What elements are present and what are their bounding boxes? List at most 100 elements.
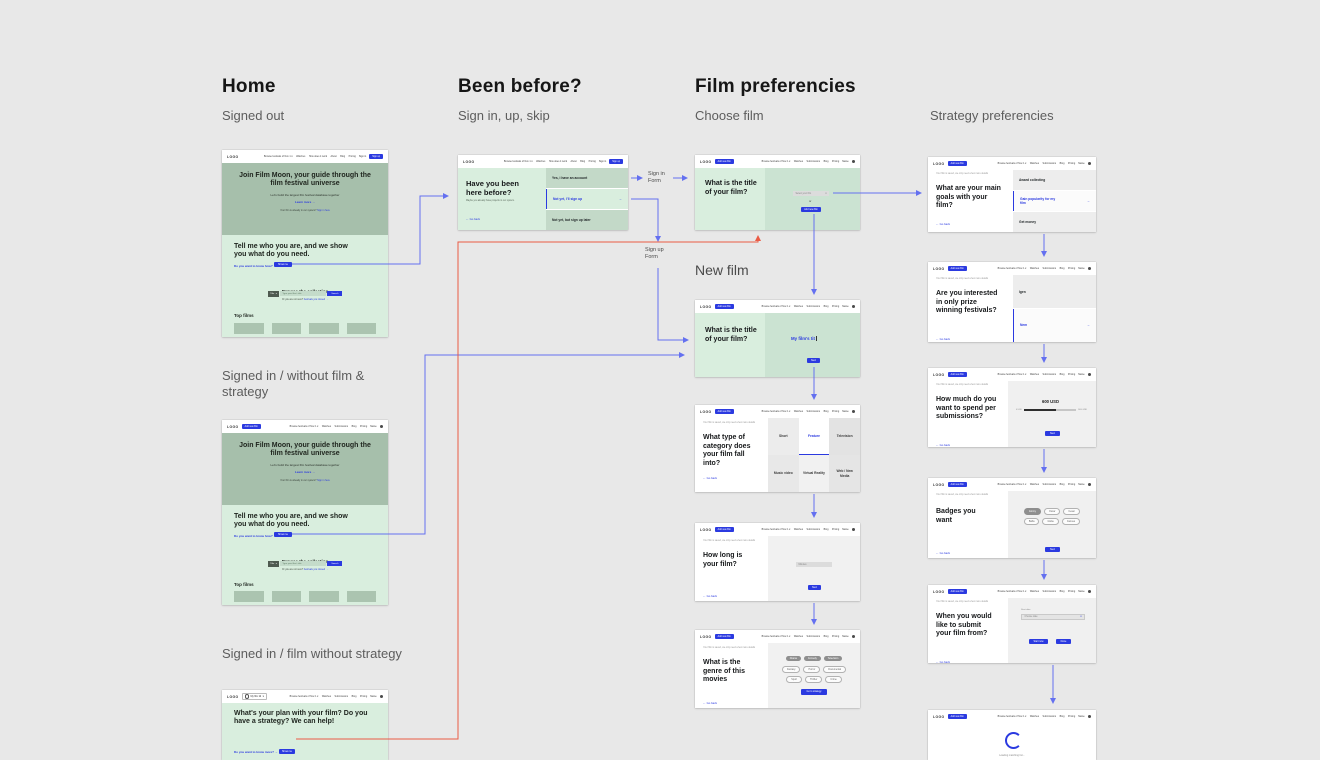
- nav-item[interactable]: Pricing: [1067, 590, 1076, 593]
- badge-chip[interactable]: Cesar: [1063, 508, 1080, 516]
- nav-item[interactable]: Submissions: [334, 695, 349, 698]
- spend-slider[interactable]: 0 USD 1000 USD: [1016, 409, 1087, 411]
- search-filter-dropdown[interactable]: Title▾: [267, 291, 280, 297]
- learn-more-link[interactable]: Learn more →: [294, 200, 316, 204]
- add-new-film-button[interactable]: Add new film: [947, 589, 967, 594]
- nav-item[interactable]: Submissions: [806, 528, 821, 531]
- nav-item[interactable]: Pricing: [831, 410, 840, 413]
- nav-item[interactable]: Submissions: [1042, 590, 1057, 593]
- go-back-link[interactable]: ← Go back: [936, 443, 950, 447]
- nav-item[interactable]: Blog: [351, 425, 357, 428]
- nav-item[interactable]: Pricing: [831, 305, 840, 308]
- go-to-strategy-button[interactable]: Go to strategy: [801, 689, 827, 695]
- nav-item[interactable]: Blog: [351, 695, 357, 698]
- option-gain-popularity-selected[interactable]: Gain popularity for my film→: [1013, 190, 1096, 212]
- nav-item[interactable]: Browse festivals of Nov 1 ▾: [997, 715, 1027, 718]
- nav-item[interactable]: Browse festivals of Nov 1 ▾: [761, 305, 791, 308]
- add-new-film-button[interactable]: Add new film: [947, 372, 967, 377]
- nav-item[interactable]: Blog: [823, 410, 829, 413]
- done-button[interactable]: Done: [1056, 639, 1071, 644]
- nav-item[interactable]: Pricing: [1067, 483, 1076, 486]
- nav-item[interactable]: Watches: [793, 635, 804, 638]
- genre-chip[interactable]: Sport: [786, 676, 803, 684]
- show-me-button[interactable]: Show me: [279, 748, 295, 754]
- film-select-dropdown[interactable]: Select your film▾: [793, 191, 829, 196]
- add-new-film-button[interactable]: Add new film: [714, 304, 734, 309]
- add-new-film-button[interactable]: Add new film: [947, 266, 967, 271]
- search-button[interactable]: Search: [327, 561, 343, 567]
- current-film-chip[interactable]: My film titl▾: [241, 692, 267, 701]
- category-option[interactable]: Television: [829, 418, 860, 455]
- genre-chip[interactable]: Crime: [825, 676, 842, 684]
- option-sign-up-later[interactable]: Not yet, but sign up later: [546, 209, 628, 230]
- show-me-button[interactable]: Show me: [274, 261, 292, 267]
- option-get-money[interactable]: Get money: [1013, 211, 1096, 232]
- genre-chip[interactable]: Thriller: [805, 676, 823, 684]
- user-icon[interactable]: [851, 634, 855, 639]
- nav-item[interactable]: Blog: [1059, 483, 1065, 486]
- date-select-dropdown[interactable]: Choose date▾: [1021, 614, 1085, 620]
- film-card[interactable]: [346, 323, 376, 334]
- know-how-link[interactable]: Do you want to know how? →: [234, 533, 277, 538]
- user-icon[interactable]: [851, 527, 855, 532]
- nav-item[interactable]: Watches: [793, 528, 804, 531]
- nav-item[interactable]: Blog: [1059, 590, 1065, 593]
- badge-chip-selected[interactable]: Emmy: [1024, 508, 1041, 516]
- user-icon[interactable]: [1087, 714, 1091, 719]
- nav-item[interactable]: Watches: [536, 160, 546, 163]
- category-option[interactable]: Virtual Reality: [798, 455, 830, 492]
- category-option[interactable]: Short: [768, 418, 799, 455]
- user-name[interactable]: Name: [1078, 373, 1085, 376]
- genre-chip[interactable]: Horror: [803, 666, 821, 674]
- go-back-link[interactable]: ← Go back: [466, 217, 480, 221]
- nav-item[interactable]: Watches: [321, 425, 332, 428]
- next-button[interactable]: Next: [1045, 431, 1060, 436]
- add-new-film-button[interactable]: Add new film: [714, 409, 734, 414]
- add-new-film-button[interactable]: Add new film: [947, 161, 967, 166]
- genre-chip-selected[interactable]: Drama: [785, 656, 801, 662]
- frame-strategy-loading[interactable]: LOGO Add new film Browse festivals of No…: [928, 710, 1096, 760]
- frame-new-film-title[interactable]: LOGO Add new film Browse festivals of No…: [695, 300, 860, 377]
- nav-item[interactable]: Pricing: [1067, 162, 1076, 165]
- go-back-link[interactable]: ← Go back: [936, 337, 950, 341]
- nav-item[interactable]: Watches: [793, 410, 804, 413]
- nav-item[interactable]: Watches: [793, 160, 804, 163]
- option-sign-up-now[interactable]: Not yet, I'll sign up→: [546, 188, 628, 210]
- nav-item[interactable]: Blog: [823, 160, 829, 163]
- nav-item[interactable]: About: [570, 160, 577, 163]
- sign-in-link[interactable]: Sign in: [358, 155, 367, 158]
- frame-film-genre[interactable]: LOGO Add new film Browse festivals of No…: [695, 630, 860, 708]
- user-name[interactable]: Name: [1078, 715, 1085, 718]
- film-card[interactable]: [234, 591, 264, 602]
- go-back-link[interactable]: ← Go back: [703, 476, 717, 480]
- user-name[interactable]: Name: [1078, 267, 1085, 270]
- add-new-film-button[interactable]: Add new film: [714, 527, 734, 532]
- frame-home-signed-in[interactable]: LOGO Add new film Browse festivals of No…: [222, 420, 388, 605]
- genre-chip-selected[interactable]: Comedy: [803, 656, 821, 662]
- go-back-link[interactable]: ← Go back: [703, 594, 717, 598]
- nav-item[interactable]: Submissions: [806, 160, 821, 163]
- go-back-link[interactable]: ← Go back: [936, 660, 950, 663]
- user-name[interactable]: Name: [842, 635, 849, 638]
- nav-item[interactable]: Watches: [296, 155, 306, 158]
- nav-item[interactable]: Browse festivals of Nov 1 ▾: [761, 528, 791, 531]
- nav-item[interactable]: Blog: [1059, 715, 1065, 718]
- user-icon[interactable]: [851, 159, 855, 164]
- nav-item[interactable]: Browse festivals of Nov 1 ▾: [503, 160, 533, 163]
- user-name[interactable]: Name: [842, 410, 849, 413]
- nav-item[interactable]: Pricing: [831, 635, 840, 638]
- nav-item[interactable]: Browse festivals of Nov 1 ▾: [289, 425, 319, 428]
- length-input[interactable]: Minutes: [796, 562, 832, 567]
- slider-track[interactable]: [1023, 409, 1076, 411]
- search-input[interactable]: Type your film's title: [280, 561, 327, 567]
- category-option-selected[interactable]: Feature: [798, 418, 830, 455]
- next-button[interactable]: Next: [808, 585, 821, 590]
- know-more-link[interactable]: Do you want to know more? →: [234, 750, 278, 754]
- nav-item[interactable]: Blog: [580, 160, 586, 163]
- next-button[interactable]: Next: [1045, 547, 1060, 552]
- nav-item[interactable]: Pricing: [831, 528, 840, 531]
- search-input[interactable]: Type your film's title: [280, 291, 327, 297]
- add-new-film-button[interactable]: Add new film: [947, 714, 967, 719]
